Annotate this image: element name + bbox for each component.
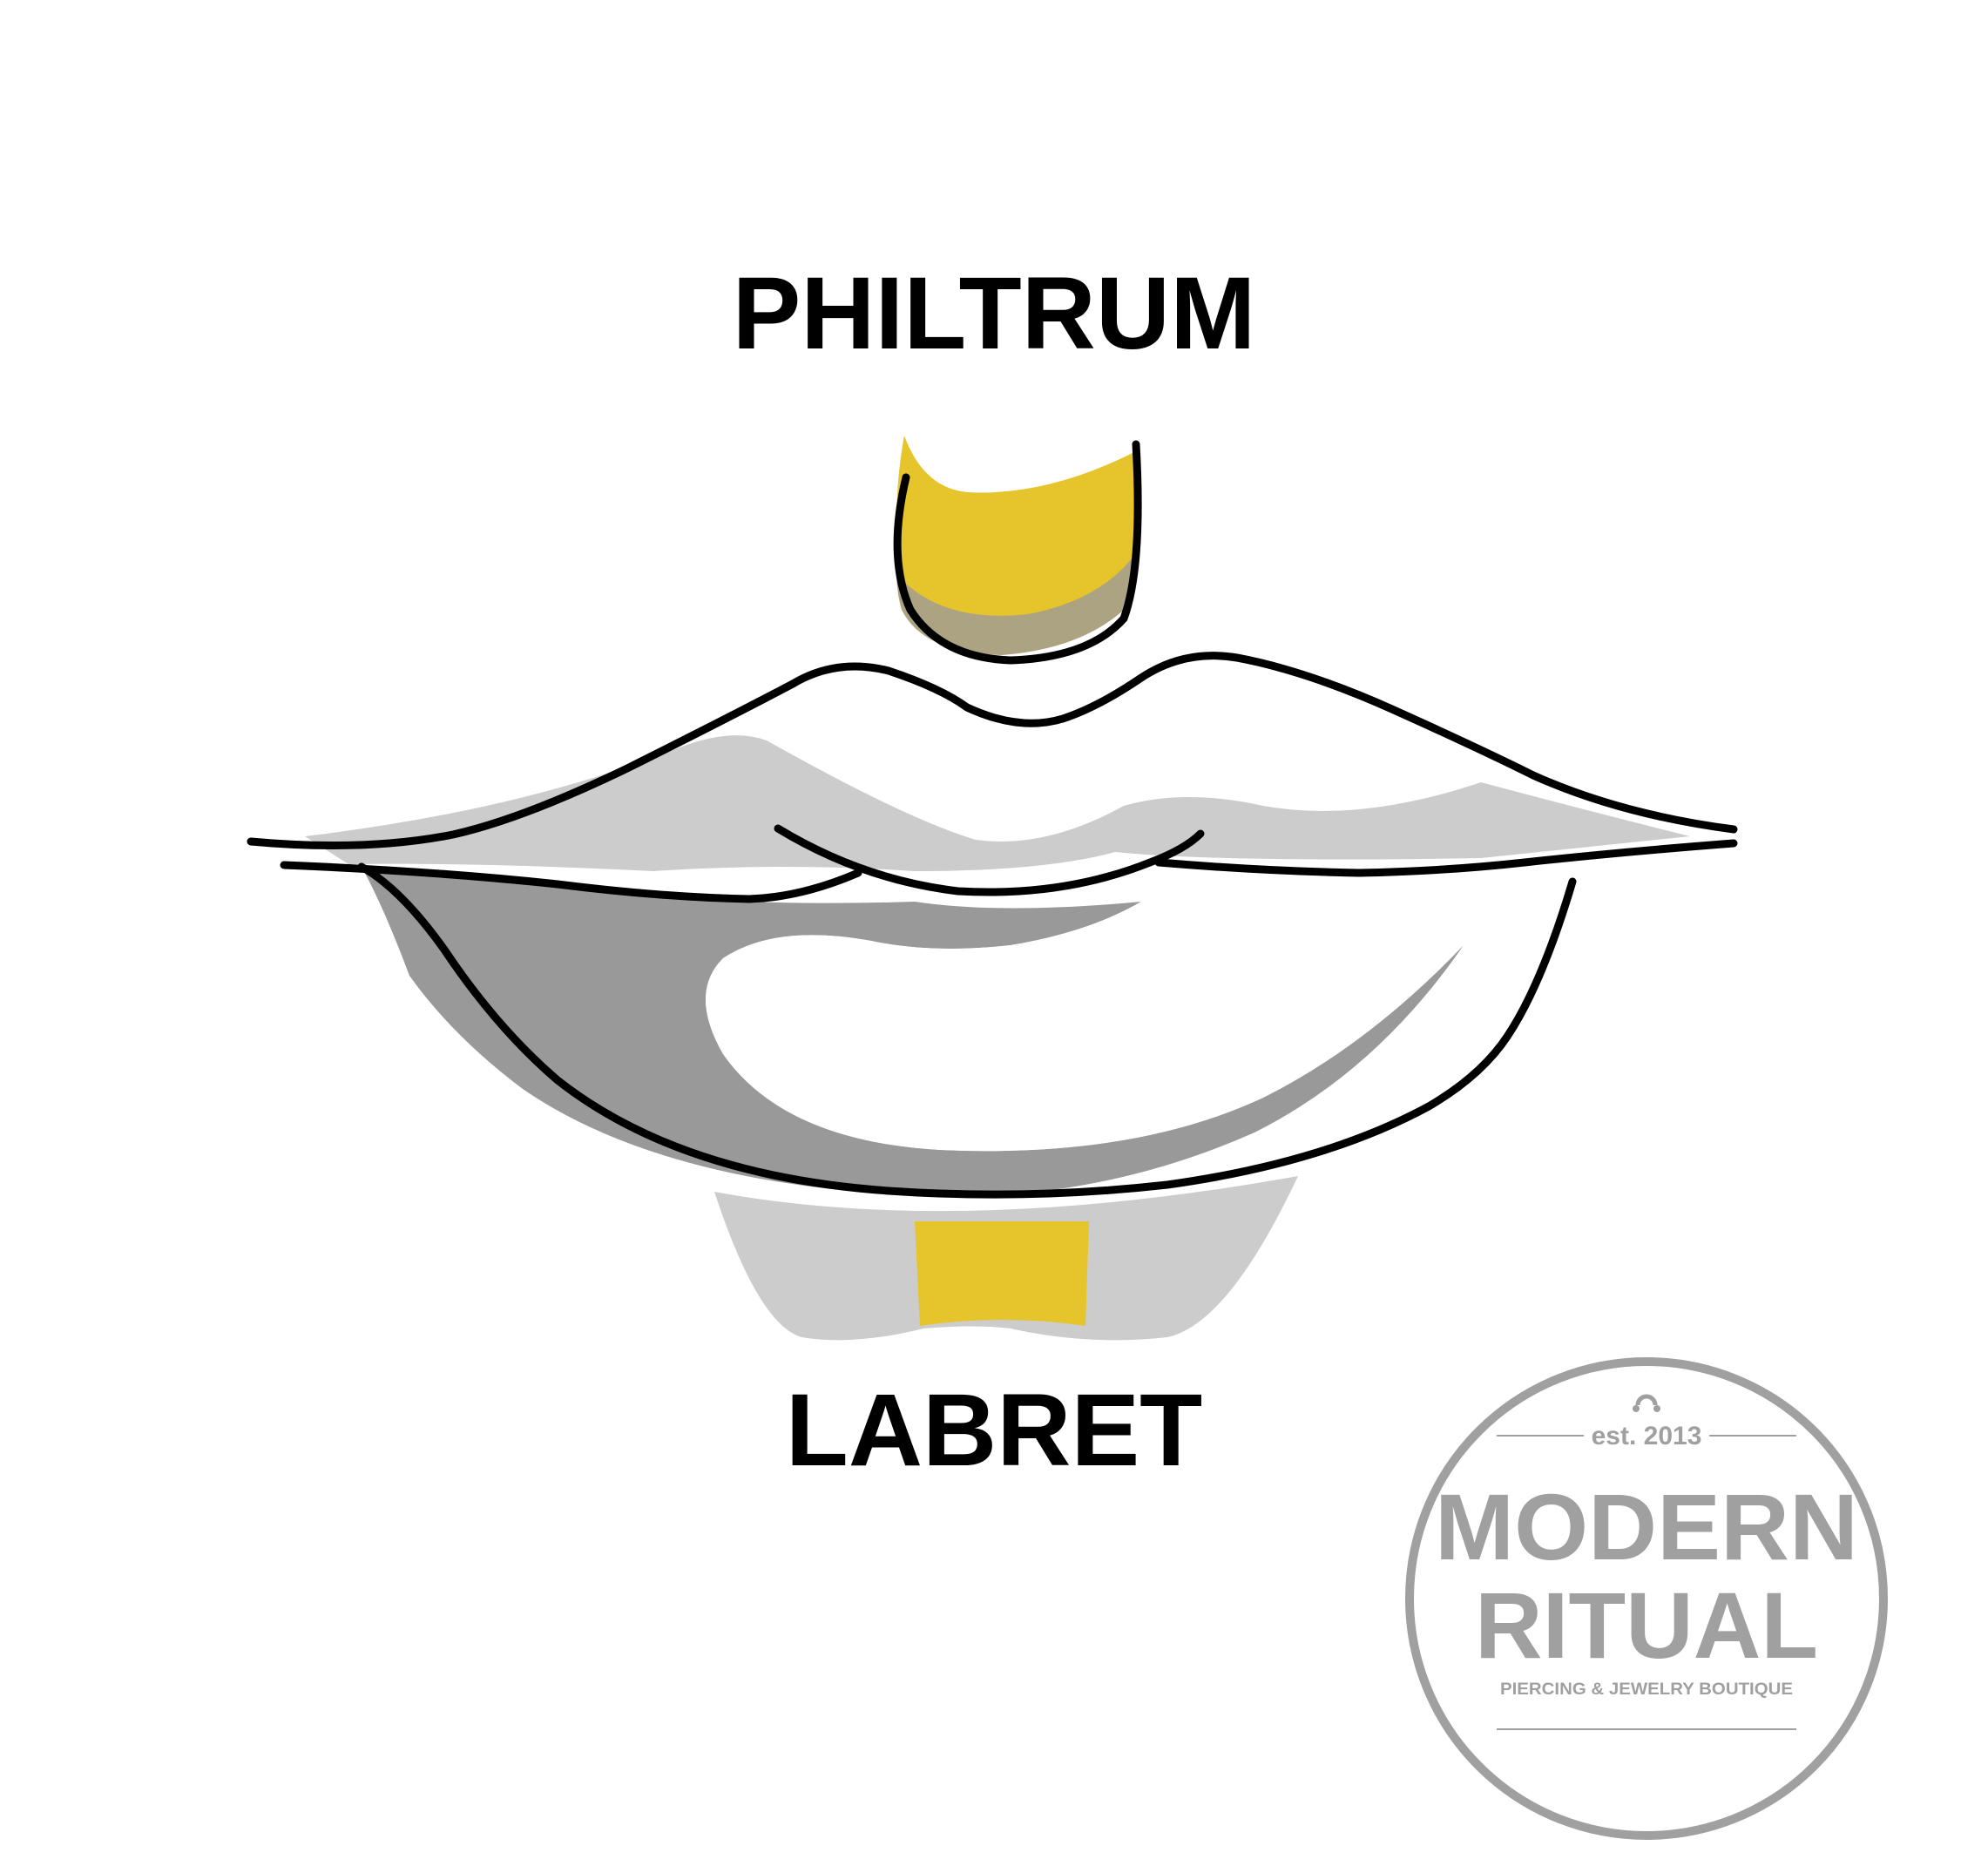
logo-ring <box>1405 1357 1888 1840</box>
philtrum-jewelry-outline <box>893 440 1142 665</box>
logo-established: est. 2013 <box>1592 1422 1702 1450</box>
logo-name-line1: MODERN <box>1435 1474 1858 1579</box>
lower-lip-highlight <box>706 902 1464 1152</box>
philtrum-label: PHILTRUM <box>732 256 1256 371</box>
modern-ritual-logo: est. 2013 MODERN RITUAL PIERCING & JEWEL… <box>1405 1357 1888 1840</box>
labret-jewelry <box>915 1221 1089 1326</box>
upper-lip-fill <box>305 735 1690 871</box>
philtrum-jewelry <box>896 436 1138 616</box>
labret-label: LABRET <box>785 1373 1203 1488</box>
logo-name-line2: RITUAL <box>1475 1572 1818 1678</box>
lower-lip-outline <box>357 862 1577 1199</box>
mouth-line-left <box>280 861 862 903</box>
mouth-line-right <box>1154 839 1738 877</box>
logo-tagline: PIERCING & JEWELRY BOUTIQUE <box>1500 1680 1793 1699</box>
upper-lip-outline <box>247 652 1738 849</box>
mouth-line-center <box>774 824 1205 896</box>
lower-lip-fill <box>362 867 1464 1197</box>
horseshoe-ring-icon <box>1633 1394 1660 1412</box>
